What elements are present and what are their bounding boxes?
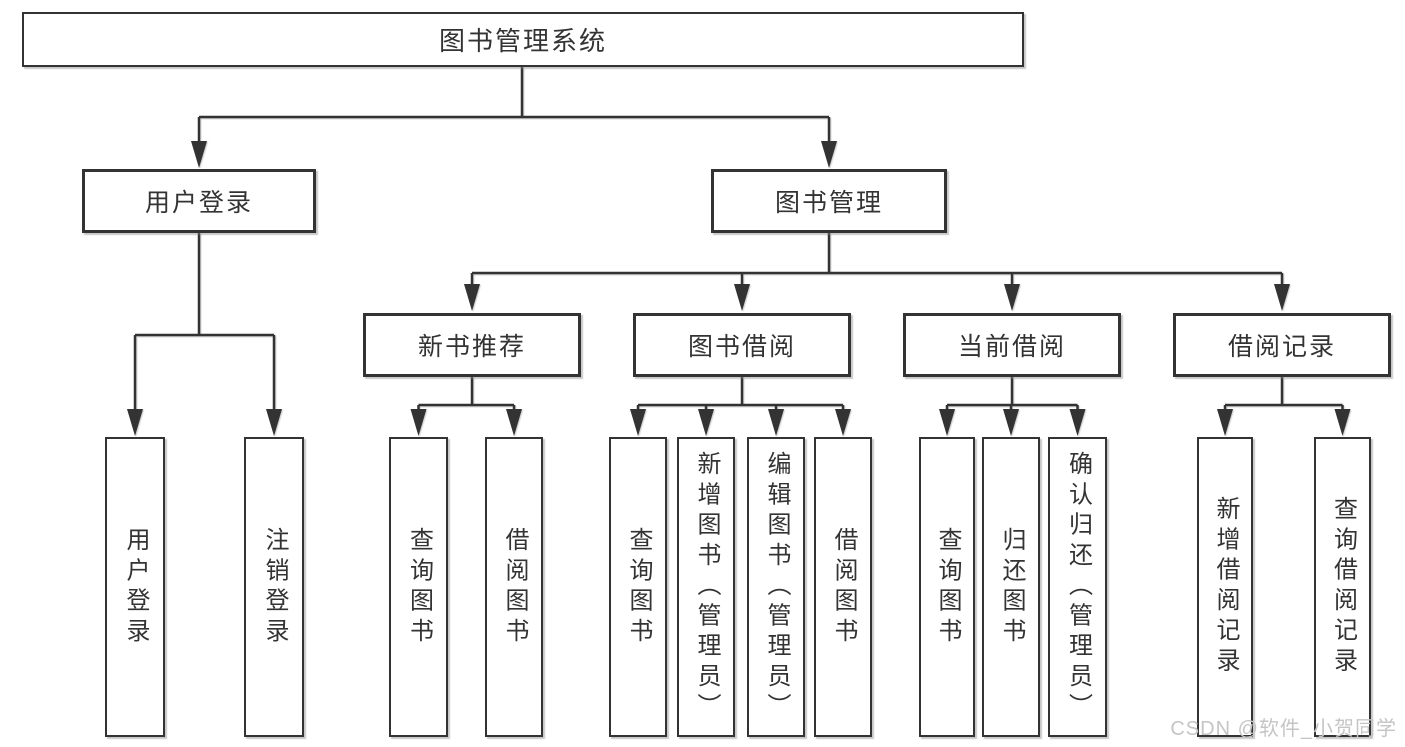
leaf-label: 编辑图书（管理员）	[763, 450, 790, 724]
node-label: 图书管理	[774, 189, 883, 217]
node-root-system: 图书管理系统	[22, 12, 1024, 67]
node-book-management: 图书管理	[711, 169, 947, 233]
node-label: 当前借阅	[957, 333, 1066, 361]
leaf-query-books-borrow: 查询图书	[609, 437, 667, 737]
leaf-label: 注销登录	[261, 526, 288, 648]
node-user-login: 用户登录	[82, 169, 316, 233]
leaf-query-books-current: 查询图书	[919, 437, 975, 737]
node-label: 图书管理系统	[438, 26, 607, 56]
leaf-add-book-admin: 新增图书（管理员）	[677, 437, 735, 737]
leaf-confirm-return-admin: 确认归还（管理员）	[1048, 437, 1107, 737]
node-label: 新书推荐	[417, 333, 526, 361]
leaf-label: 借阅图书	[501, 526, 528, 648]
node-label: 用户登录	[144, 189, 253, 217]
node-label: 借阅记录	[1227, 333, 1336, 361]
leaf-query-borrow-record: 查询借阅记录	[1314, 437, 1371, 737]
leaf-borrow-book: 借阅图书	[814, 437, 872, 737]
leaf-label: 新增借阅记录	[1212, 496, 1239, 678]
leaf-add-borrow-record: 新增借阅记录	[1197, 437, 1253, 737]
leaf-label: 查询借阅记录	[1329, 496, 1357, 678]
leaf-label: 借阅图书	[830, 526, 857, 648]
leaf-label: 确认归还（管理员）	[1064, 450, 1092, 724]
leaf-user-login: 用户登录	[105, 437, 165, 737]
node-new-book-recommend: 新书推荐	[363, 313, 581, 377]
node-book-borrow: 图书借阅	[633, 313, 851, 377]
leaf-label: 用户登录	[122, 526, 149, 648]
leaf-query-books-recommend: 查询图书	[389, 437, 448, 737]
node-borrow-records: 借阅记录	[1173, 313, 1391, 377]
leaf-label: 查询图书	[934, 526, 961, 648]
leaf-edit-book-admin: 编辑图书（管理员）	[747, 437, 805, 737]
leaf-borrow-books-recommend: 借阅图书	[485, 437, 543, 737]
watermark: CSDN @软件_小贺同学	[1170, 718, 1397, 740]
leaf-label: 查询图书	[625, 526, 652, 648]
leaf-return-book: 归还图书	[982, 437, 1040, 737]
leaf-label: 归还图书	[998, 526, 1025, 648]
node-current-borrow: 当前借阅	[903, 313, 1121, 377]
node-label: 图书借阅	[687, 333, 796, 361]
leaf-logout: 注销登录	[244, 437, 304, 737]
leaf-label: 查询图书	[405, 526, 433, 648]
leaf-label: 新增图书（管理员）	[693, 450, 720, 724]
